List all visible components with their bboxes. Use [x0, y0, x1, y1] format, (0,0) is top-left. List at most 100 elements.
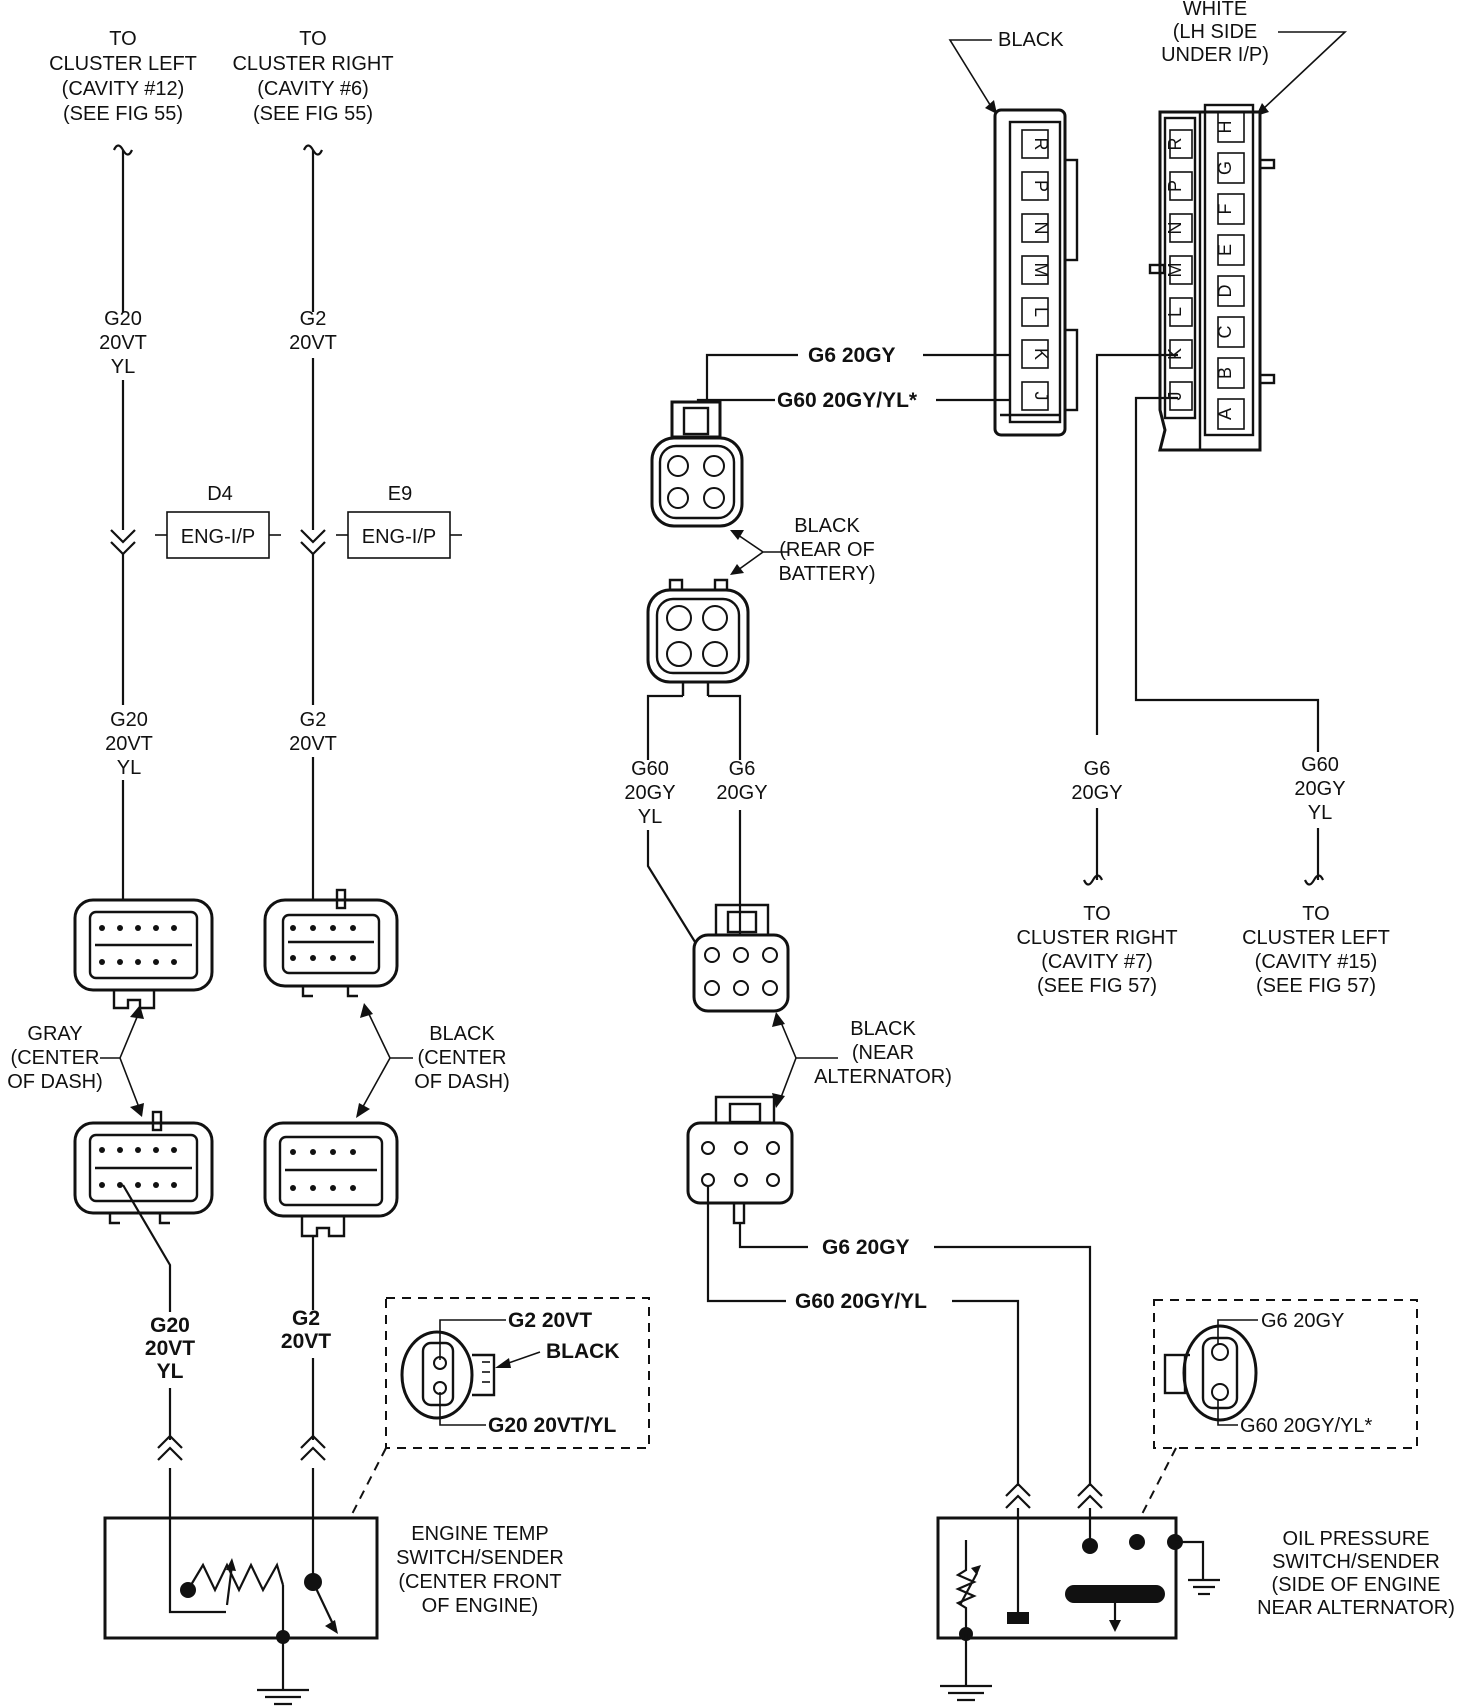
detail-pointer: [349, 1447, 387, 1519]
inline-connector-chevron: [1077, 1482, 1103, 1509]
svg-text:TO: TO: [1302, 903, 1329, 925]
svg-text:BATTERY): BATTERY): [778, 563, 875, 585]
svg-text:(CENTER: (CENTER: [11, 1047, 100, 1069]
arrowhead: [360, 1003, 373, 1018]
pin-label: M: [1165, 263, 1185, 278]
connector-black-lower: [263, 1121, 399, 1238]
svg-text:OIL PRESSURE: OIL PRESSURE: [1282, 1528, 1429, 1550]
svg-text:20VT: 20VT: [105, 733, 153, 755]
ground-symbol: [940, 1684, 992, 1702]
wire-g6-middle: [708, 694, 742, 760]
oil-detail-leader-g60: [1217, 1400, 1238, 1426]
pin-label: E: [1215, 244, 1235, 256]
oil-detail-connector: [1163, 1324, 1258, 1422]
svg-text:TO: TO: [109, 28, 136, 50]
pin-label: K: [1031, 348, 1051, 360]
ref-cluster-right-cavity-6: TO CLUSTER RIGHT (CAVITY #6) (SEE FIG 55…: [232, 28, 393, 125]
svg-text:G20: G20: [110, 709, 148, 731]
callout-black-leader: [359, 1009, 413, 1113]
inline-connector-chevron: [300, 1434, 326, 1461]
connector-alternator-upper: [692, 903, 790, 1013]
arrowhead: [730, 564, 744, 575]
connector-ip-black-pins: R P N M L K J: [1021, 129, 1051, 411]
callout-black-center-of-dash: BLACK (CENTER OF DASH): [414, 1023, 510, 1093]
svg-text:20GY: 20GY: [1294, 778, 1345, 800]
svg-text:CLUSTER LEFT: CLUSTER LEFT: [49, 53, 197, 75]
svg-text:G2: G2: [300, 709, 327, 731]
splice-e9-label: ENG-I/P: [362, 526, 436, 548]
svg-text:G60: G60: [1301, 754, 1339, 776]
svg-text:OF ENGINE): OF ENGINE): [422, 1595, 539, 1617]
svg-text:20GY: 20GY: [716, 782, 767, 804]
svg-text:YL: YL: [638, 806, 662, 828]
pin-label: J: [1165, 392, 1185, 401]
wire-g60-oil: [706, 1186, 786, 1303]
connector-gray-lower: [73, 1110, 214, 1225]
connector-ip-white-pins-inner: R P N M L K J: [1165, 129, 1193, 411]
oil-detail-box: [1153, 1299, 1418, 1449]
svg-text:G2: G2: [300, 308, 327, 330]
svg-text:G6: G6: [1084, 758, 1111, 780]
detail-label-g2: G2 20VT: [508, 1309, 592, 1332]
svg-text:20GY: 20GY: [1071, 782, 1122, 804]
wire-g60-middle: [646, 694, 683, 760]
svg-text:20VT: 20VT: [289, 733, 337, 755]
wire-label-g60-oil: G60 20GY/YL: [795, 1290, 927, 1313]
connector-battery-lower: [646, 578, 750, 696]
pin-label: A: [1215, 408, 1235, 420]
engine-temp-detail-box: [385, 1297, 650, 1449]
svg-text:NEAR ALTERNATOR): NEAR ALTERNATOR): [1257, 1597, 1455, 1619]
svg-text:20VT: 20VT: [281, 1330, 331, 1353]
svg-text:BLACK: BLACK: [850, 1018, 916, 1040]
svg-text:BLACK: BLACK: [794, 515, 860, 537]
connector-ip-white-pins-outer: H G F E D C B A: [1215, 111, 1245, 430]
svg-text:G60: G60: [631, 758, 669, 780]
ref-cluster-right-cavity-7: TO CLUSTER RIGHT (CAVITY #7) (SEE FIG 57…: [1016, 903, 1177, 997]
svg-text:WHITE: WHITE: [1183, 0, 1247, 20]
wire-label-g60-ip: G60 20GY/YL*: [777, 389, 918, 412]
svg-text:CLUSTER RIGHT: CLUSTER RIGHT: [232, 53, 393, 75]
wire-label-g60-cluster: G60 20GY YL: [1294, 754, 1345, 824]
connector-alternator-lower: [686, 1095, 794, 1225]
wire-label-g20-mid: G20 20VT YL: [105, 709, 153, 779]
ground-symbol: [257, 1688, 309, 1706]
svg-text:SWITCH/SENDER: SWITCH/SENDER: [1272, 1551, 1440, 1573]
pin-label: P: [1031, 180, 1051, 192]
pin-label: R: [1031, 138, 1051, 151]
svg-text:G20: G20: [104, 308, 142, 330]
svg-text:20VT: 20VT: [289, 332, 337, 354]
svg-text:(SEE FIG 55): (SEE FIG 55): [63, 103, 183, 125]
callout-gray-center-of-dash: GRAY (CENTER OF DASH): [7, 1023, 103, 1093]
svg-text:UNDER I/P): UNDER I/P): [1161, 44, 1269, 66]
oil-detail-label-g60: G60 20GY/YL*: [1240, 1415, 1373, 1437]
wire-g6-cluster: [1095, 353, 1178, 735]
svg-text:GRAY: GRAY: [27, 1023, 82, 1045]
svg-text:(CAVITY #7): (CAVITY #7): [1041, 951, 1153, 973]
label-engine-temp-sender: ENGINE TEMP SWITCH/SENDER (CENTER FRONT …: [396, 1523, 564, 1617]
label-oil-pressure-sender: OIL PRESSURE SWITCH/SENDER (SIDE OF ENGI…: [1257, 1528, 1455, 1619]
wire-label-g20-top: G20 20VT YL: [99, 308, 147, 378]
callout-gray-leader: [100, 1009, 141, 1111]
pin-label: N: [1031, 222, 1051, 235]
inline-connector-chevron: [1005, 1482, 1031, 1509]
svg-text:CLUSTER RIGHT: CLUSTER RIGHT: [1016, 927, 1177, 949]
wire-g60-oil: [952, 1299, 1020, 1486]
pin-label: D: [1215, 285, 1235, 298]
svg-text:(CENTER: (CENTER: [418, 1047, 507, 1069]
pin-label: G: [1215, 161, 1235, 175]
detail-label-black: BLACK: [546, 1340, 620, 1363]
svg-text:20VT: 20VT: [145, 1337, 195, 1360]
svg-text:ALTERNATOR): ALTERNATOR): [814, 1066, 952, 1088]
wire-label-g2-top: G2 20VT: [289, 308, 337, 354]
svg-text:SWITCH/SENDER: SWITCH/SENDER: [396, 1547, 564, 1569]
connector-battery-upper: [650, 400, 744, 528]
oil-detail-label-g6: G6 20GY: [1261, 1310, 1344, 1332]
svg-text:OF DASH): OF DASH): [7, 1071, 103, 1093]
wire-g20-bottom: [122, 1184, 172, 1312]
wire-label-g6-ip: G6 20GY: [808, 344, 896, 367]
svg-text:YL: YL: [117, 757, 141, 779]
oil-detail-pointer: [1139, 1447, 1177, 1519]
callout-alternator-label: BLACK (NEAR ALTERNATOR): [814, 1018, 952, 1088]
wire-label-g6-oil: G6 20GY: [822, 1236, 910, 1259]
